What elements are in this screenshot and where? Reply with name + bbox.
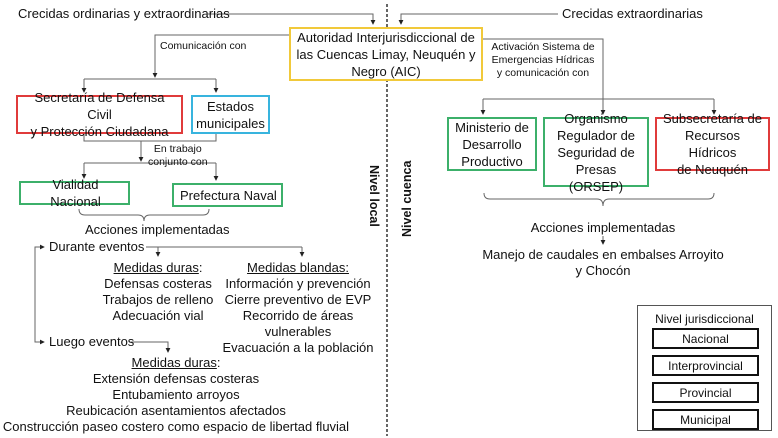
- entity-prefectura-naval: Prefectura Naval: [172, 183, 283, 207]
- legend-item-municipal: Municipal: [652, 409, 759, 430]
- level-label-basin: Nivel cuenca: [400, 160, 414, 237]
- communication-label: Comunicación con: [160, 40, 247, 52]
- after-hard-item: Reubicación asentamientos afectados: [66, 403, 286, 418]
- after-events-label: Luego eventos: [49, 334, 135, 349]
- basin-actions-label: Acciones implementadas: [530, 220, 676, 235]
- after-hard-title: Medidas duras: [131, 355, 217, 370]
- level-label-local: Nivel local: [367, 165, 381, 227]
- legend-item-nacional: Nacional: [652, 328, 759, 349]
- brace-basin: [483, 192, 715, 207]
- input-right-label: Crecidas extraordinarias: [562, 6, 703, 21]
- during-soft-measures: Medidas blandas: Información y prevenció…: [210, 260, 386, 356]
- connector-joint-work: [83, 134, 217, 142]
- after-hard-item: Extensión defensas costeras: [92, 371, 260, 386]
- during-soft-item: Información y prevención: [225, 276, 371, 291]
- during-hard-item: Adecuación vial: [112, 308, 204, 323]
- legend-title: Nivel jurisdiccional: [655, 312, 754, 326]
- connector-left-input: [208, 13, 376, 25]
- during-events-label: Durante eventos: [49, 239, 145, 254]
- legend: Nivel jurisdiccional Nacional Interprovi…: [637, 305, 772, 431]
- joint-work-label: En trabajo conjunto con: [148, 143, 208, 168]
- after-hard-item: Entubamiento arroyos: [112, 387, 240, 402]
- during-soft-title: Medidas blandas:: [247, 260, 349, 275]
- connector-events-bracket: [34, 246, 40, 343]
- entity-subsecretaria-recursos-hidricos: Subsecretaría de Recursos Hídricos de Ne…: [655, 111, 770, 177]
- entity-estados-municipales: Estados municipales: [191, 95, 270, 134]
- legend-item-interprovincial: Interprovincial: [652, 355, 759, 376]
- activation-label: Activación Sistema de Emergencias Hídric…: [491, 41, 595, 79]
- during-soft-item: Evacuación a la población: [222, 340, 374, 355]
- legend-item-provincial: Provincial: [652, 382, 759, 403]
- during-soft-item: Recorrido de áreas vulnerables: [242, 308, 354, 339]
- connector-communication: [152, 34, 289, 78]
- entity-secretaria-defensa-civil: Secretaría de Defensa Civil y Protección…: [16, 90, 183, 139]
- entity-orsep: Organismo Regulador de Seguridad de Pres…: [543, 111, 649, 194]
- basin-result: Manejo de caudales en embalses Arroyito …: [482, 247, 724, 278]
- connector-activation: [483, 38, 604, 99]
- during-hard-item: Defensas costeras: [104, 276, 212, 291]
- local-actions-label: Acciones implementadas: [85, 222, 230, 237]
- input-left-label: Crecidas ordinarias y extraordinarias: [18, 6, 230, 21]
- during-hard-item: Trabajos de relleno: [102, 292, 214, 307]
- during-soft-item: Cierre preventivo de EVP: [224, 292, 372, 307]
- entity-ministerio-desarrollo-productivo: Ministerio de Desarrollo Productivo: [447, 117, 537, 171]
- during-hard-title: Medidas duras: [113, 260, 199, 275]
- brace-local: [78, 208, 210, 222]
- aic-box: Autoridad Interjurisdiccional de las Cue…: [289, 27, 483, 81]
- during-hard-measures: Medidas duras: Defensas costeras Trabajo…: [100, 260, 216, 324]
- entity-vialidad-nacional: Vialidad Nacional: [19, 177, 130, 209]
- connector-right-input: [398, 13, 558, 25]
- after-hard-measures: Medidas duras: Extensión defensas coster…: [0, 355, 352, 435]
- after-hard-item: Construcción paseo costero como espacio …: [2, 419, 350, 434]
